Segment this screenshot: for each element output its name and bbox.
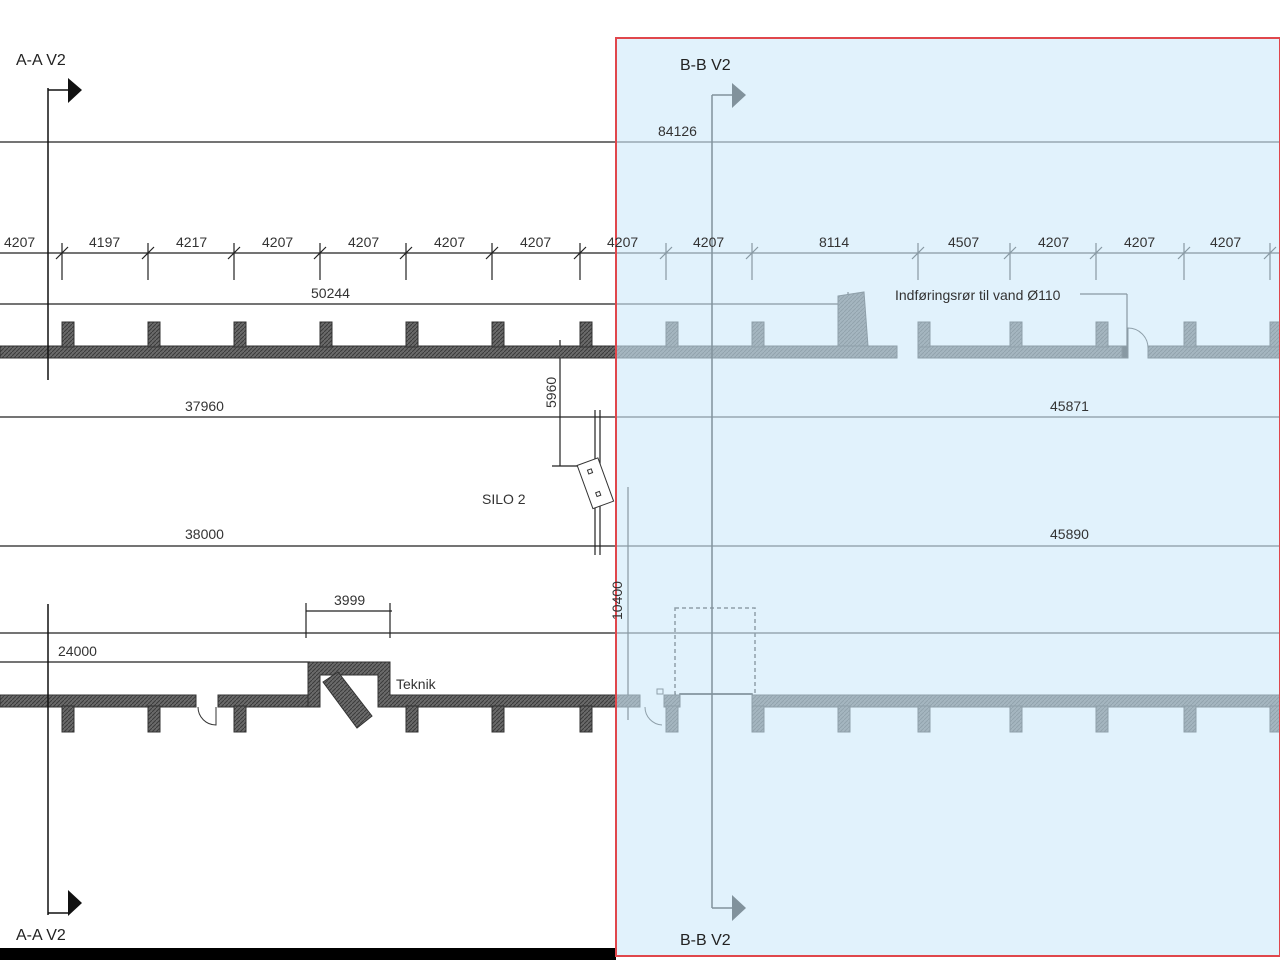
pillar [319,321,333,348]
dim-5960: 5960 [543,377,559,408]
dim-3999: 3999 [334,592,365,608]
pillar [491,705,505,733]
dim-50244: 50244 [311,285,350,301]
pipe-note: Indføringsrør til vand Ø110 [895,287,1061,303]
grid-dimension: 4207 [1210,234,1241,250]
pillar [233,705,247,733]
pillar [405,321,419,348]
grid-dimension: 4507 [948,234,979,250]
grid-tick-slash [141,246,155,260]
grid-dimension: 4217 [176,234,207,250]
pillar [405,705,419,733]
grid-tick-slash [313,246,327,260]
pillar [579,705,593,733]
grid-dimension: 4207 [4,234,35,250]
dim-overall: 84126 [658,123,697,139]
section-label-aa-top: A-A V2 [16,52,66,69]
dim-45890: 45890 [1050,526,1089,542]
grid-dimension: 4207 [607,234,638,250]
grid-dimension: 4207 [434,234,465,250]
pillar [61,705,75,733]
grid-dimension: 4207 [1124,234,1155,250]
pillar [579,321,593,348]
grid-tick-slash [573,246,587,260]
grid-tick-slash [227,246,241,260]
grid-dimension: 4207 [520,234,551,250]
grid-dimension: 4207 [262,234,293,250]
section-label-bb-top: B-B V2 [680,57,731,74]
grid-dimension: 4207 [693,234,724,250]
teknik-label: Teknik [396,676,437,692]
grid-dimension: 8114 [819,234,849,250]
dim-38000: 38000 [185,526,224,542]
pillar [233,321,247,348]
pillar [61,321,75,348]
section-arrow-icon [68,78,82,103]
pillar [147,321,161,348]
pillar [491,321,505,348]
grid-dimension-labels: 4207 4197 4217 4207 4207 4207 4207 4207 4207 8114… [4,234,1241,250]
dim-24000: 24000 [58,643,97,659]
grid-tick-slash [485,246,499,260]
dim-45871: 45871 [1050,398,1089,414]
section-arrow-icon [68,890,82,916]
grid-dimension: 4207 [1038,234,1069,250]
grid-dimension: 4207 [348,234,379,250]
section-label-bb-bottom: B-B V2 [680,932,731,949]
grid-dimension: 4197 [89,234,120,250]
pillar [147,705,161,733]
dim-10400: 10400 [609,581,625,620]
dim-37960: 37960 [185,398,224,414]
grid-tick-slash [55,246,69,260]
silo-label: SILO 2 [482,491,526,507]
selection-rectangle[interactable] [615,37,1280,957]
section-label-aa-bottom: A-A V2 [16,927,66,944]
grid-tick-slash [399,246,413,260]
bottom-edge [0,948,616,960]
